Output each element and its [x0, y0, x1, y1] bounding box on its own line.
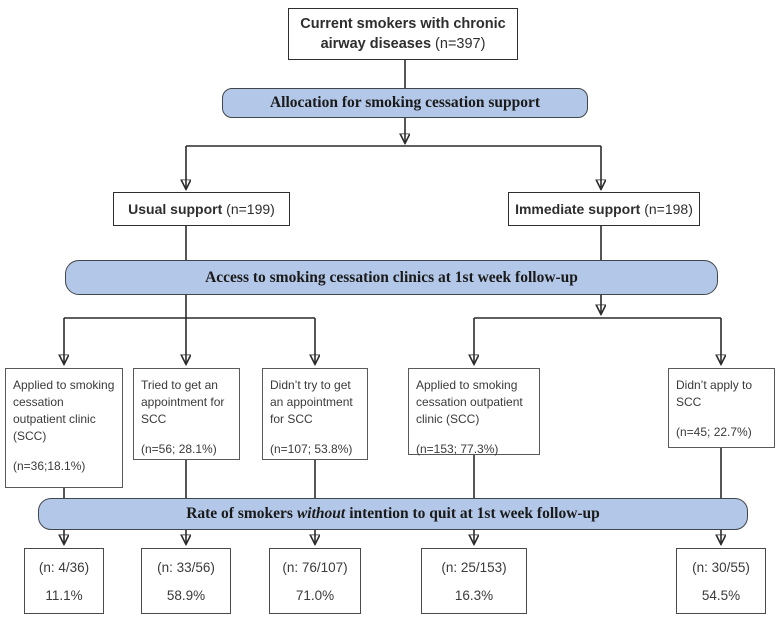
rate-box-n: (n: 76/107): [282, 559, 348, 575]
access-box-stat: (n=153; 77.3%): [416, 442, 499, 457]
access-box-stat: (n=45; 22.7%): [676, 425, 752, 440]
arm-usual-count: (n=199): [226, 201, 275, 217]
rate-box-pct: 54.5%: [701, 587, 741, 603]
access-box-applied-scc-usual: Applied to smoking cessation outpatient …: [5, 368, 123, 488]
access-box-stat: (n=107; 53.8%): [270, 442, 353, 457]
banner-rate-emphasis: without: [296, 505, 346, 522]
banner-allocation-label: Allocation for smoking cessation support: [269, 94, 541, 111]
access-box-label: Applied to smoking cessation outpatient …: [13, 378, 115, 444]
rate-box-n: (n: 33/56): [157, 559, 215, 575]
arm-usual-title: Usual support: [128, 201, 223, 217]
banner-allocation: Allocation for smoking cessation support: [222, 88, 588, 118]
arm-immediate-count: (n=198): [644, 201, 693, 217]
arm-usual-label: Usual support (n=199): [128, 201, 275, 217]
access-box-applied-scc-immediate: Applied to smoking cessation outpatient …: [408, 368, 540, 457]
rate-box-n: (n: 4/36): [38, 559, 90, 575]
root-box-count: (n=397): [435, 36, 486, 52]
arm-immediate-title: Immediate support: [515, 201, 641, 217]
banner-rate: Rate of smokers without intention to qui…: [38, 498, 748, 530]
rate-box-n: (n: 30/55): [692, 559, 750, 575]
rate-box-pct: 16.3%: [454, 587, 494, 603]
arm-immediate-label: Immediate support (n=198): [515, 201, 693, 217]
root-box-label: Current smokers with chronic airway dise…: [295, 14, 511, 54]
banner-access: Access to smoking cessation clinics at 1…: [65, 260, 718, 295]
access-box-stat: (n=36;18.1%): [13, 459, 86, 474]
rate-box-immediate-applied: (n: 25/153) 16.3%: [421, 548, 527, 614]
access-box-didnt-try: Didn’t try to get an appointment for SCC…: [262, 368, 368, 460]
rate-box-immediate-didnt-apply: (n: 30/55) 54.5%: [676, 548, 766, 614]
rate-box-pct: 11.1%: [45, 587, 83, 603]
arm-box-usual-support: Usual support (n=199): [113, 192, 290, 226]
access-box-didnt-apply: Didn’t apply to SCC (n=45; 22.7%): [668, 368, 775, 448]
rate-box-usual-applied: (n: 4/36) 11.1%: [24, 548, 104, 614]
root-box-title: Current smokers with chronic airway dise…: [300, 16, 506, 52]
access-box-stat: (n=56; 28.1%): [141, 442, 217, 457]
banner-access-label: Access to smoking cessation clinics at 1…: [205, 268, 578, 286]
rate-box-usual-tried: (n: 33/56) 58.9%: [141, 548, 231, 614]
access-box-label: Tried to get an appointment for SCC: [141, 378, 225, 427]
arm-box-immediate-support: Immediate support (n=198): [508, 192, 700, 226]
access-box-label: Didn’t try to get an appointment for SCC: [270, 378, 353, 427]
access-box-label: Applied to smoking cessation outpatient …: [416, 378, 523, 427]
banner-rate-prefix: Rate of smokers: [186, 505, 293, 522]
rate-box-usual-didnt-try: (n: 76/107) 71.0%: [269, 548, 361, 614]
rate-box-pct: 58.9%: [166, 587, 206, 603]
banner-rate-suffix: intention to quit at 1st week follow-up: [349, 505, 600, 522]
rate-box-n: (n: 25/153): [441, 559, 507, 575]
root-box: Current smokers with chronic airway dise…: [288, 8, 518, 60]
access-box-tried-appointment: Tried to get an appointment for SCC (n=5…: [133, 368, 240, 460]
rate-box-pct: 71.0%: [295, 587, 335, 603]
access-box-label: Didn’t apply to SCC: [676, 378, 753, 410]
